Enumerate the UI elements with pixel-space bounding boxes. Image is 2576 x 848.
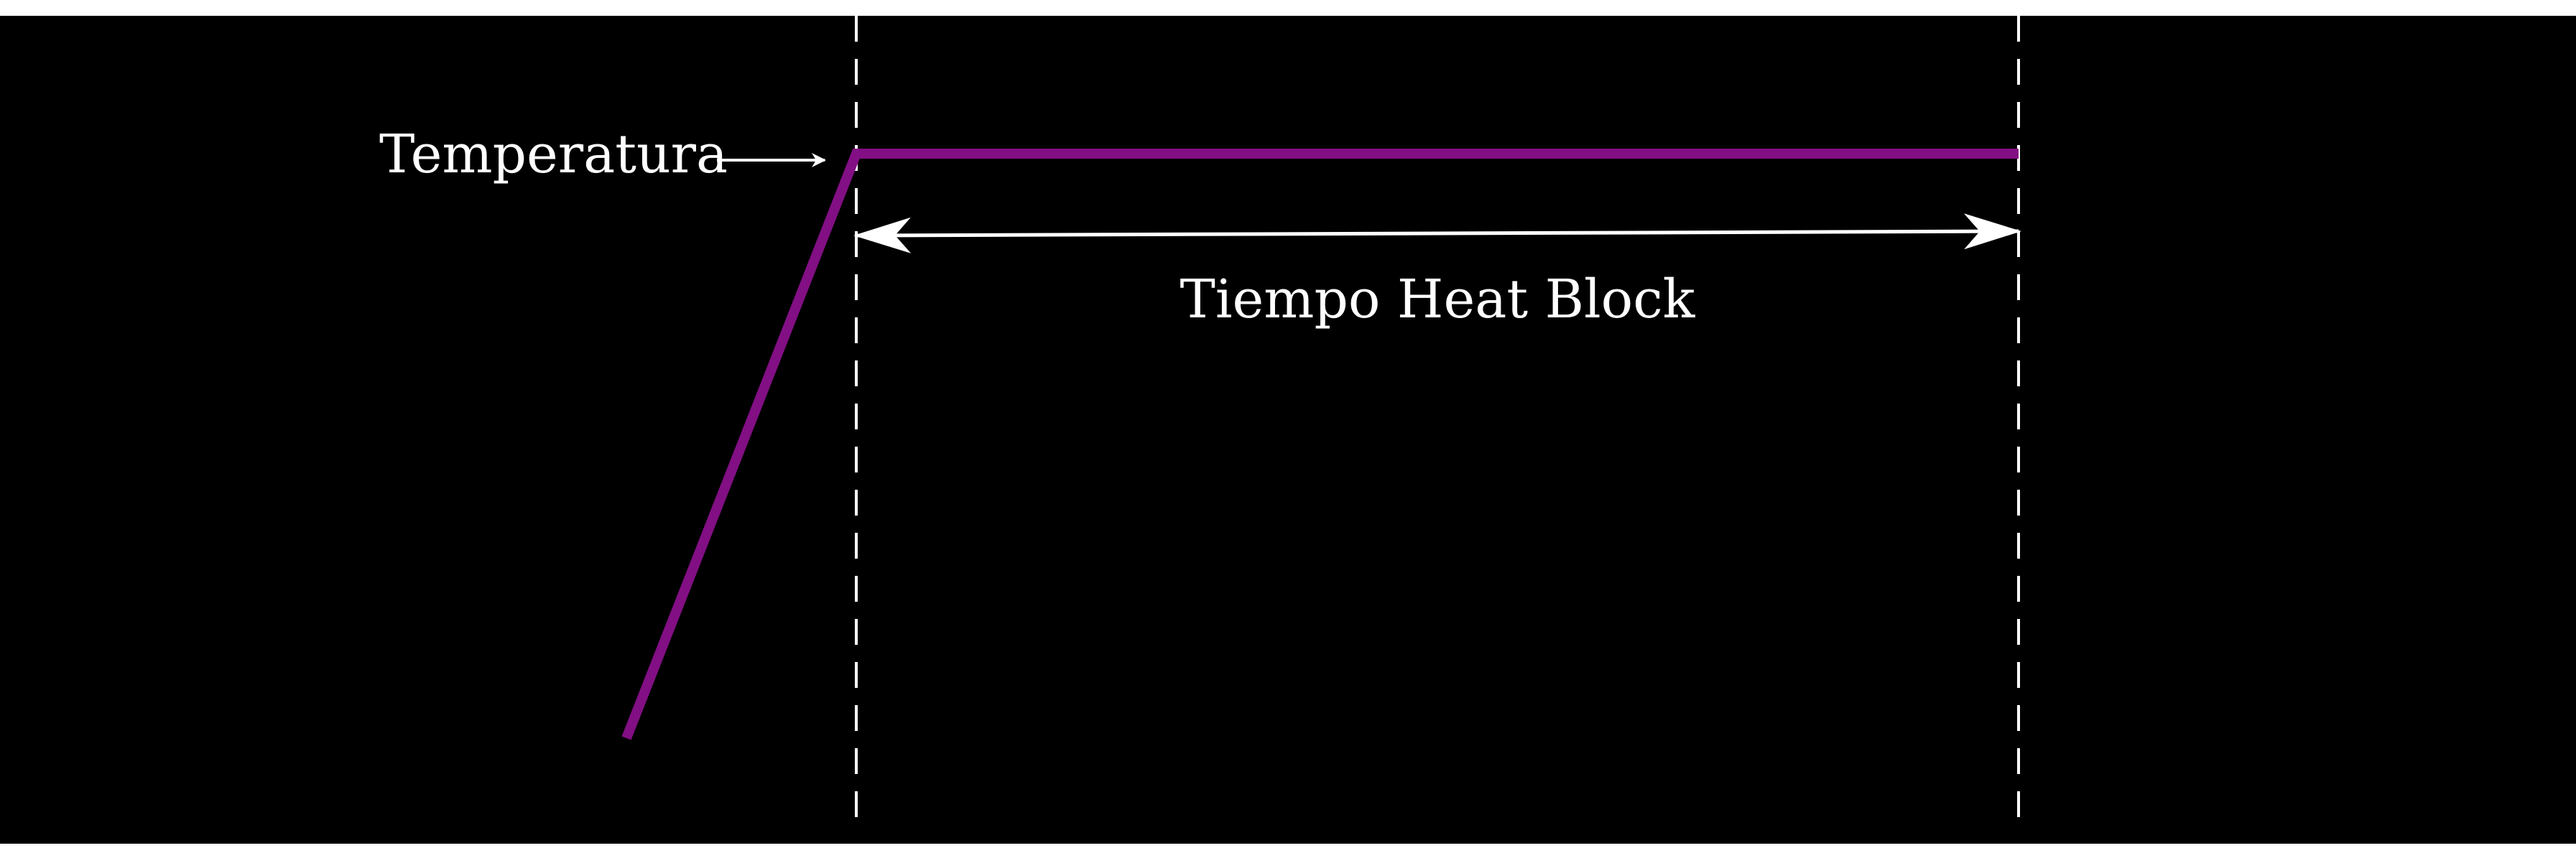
temperature-label: Temperatura (379, 124, 728, 185)
duration-dimension-arrow (853, 213, 2021, 253)
temperature-profile-line (621, 149, 2019, 740)
duration-label: Tiempo Heat Block (1180, 269, 1695, 330)
